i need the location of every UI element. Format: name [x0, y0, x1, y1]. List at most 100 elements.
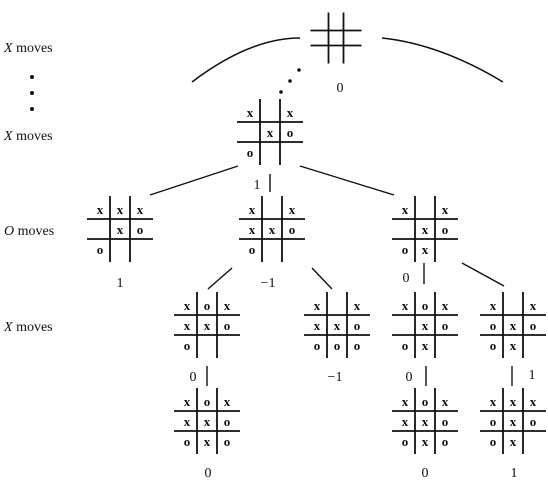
- cell-mark-x: x: [224, 394, 231, 409]
- cell-mark-x: x: [97, 202, 104, 217]
- cell-mark-o: o: [224, 434, 231, 449]
- cell-mark-x: x: [354, 298, 361, 313]
- value-n4c: 0: [422, 466, 429, 480]
- cell-mark-x: x: [249, 202, 256, 217]
- cell-mark-o: o: [137, 222, 144, 237]
- edge-root-right-arc: [381, 37, 504, 83]
- value-n3d: 1: [529, 368, 536, 383]
- cell-mark-x: x: [422, 318, 429, 333]
- cell-mark-x: x: [247, 105, 254, 120]
- cell-mark-x: x: [530, 394, 537, 409]
- cell-mark-x: x: [184, 414, 191, 429]
- cell-mark-x: x: [442, 298, 449, 313]
- cell-mark-x: x: [117, 222, 124, 237]
- value-n2b: −1: [261, 276, 276, 291]
- cell-mark-o: o: [249, 242, 256, 257]
- cell-mark-o: o: [530, 318, 537, 333]
- cell-mark-o: o: [442, 318, 449, 333]
- cell-mark-x: x: [204, 414, 211, 429]
- cell-mark-x: x: [510, 318, 517, 333]
- row-label-x-moves-2: X moves: [3, 129, 53, 144]
- cell-mark-o: o: [402, 242, 409, 257]
- cell-mark-o: o: [490, 414, 497, 429]
- cell-mark-x: x: [422, 414, 429, 429]
- cell-mark-x: x: [184, 394, 191, 409]
- board-root: [310, 12, 362, 64]
- cell-mark-o: o: [422, 298, 429, 313]
- cell-mark-o: o: [490, 338, 497, 353]
- ellipsis-dot: [297, 68, 301, 72]
- cell-mark-x: x: [249, 222, 256, 237]
- edge-root-left-arc: [191, 37, 301, 83]
- cell-mark-x: x: [490, 298, 497, 313]
- value-n3a: 0: [190, 370, 197, 385]
- cell-mark-x: x: [510, 394, 517, 409]
- cell-mark-x: x: [422, 338, 429, 353]
- cell-mark-o: o: [334, 338, 341, 353]
- cell-mark-o: o: [287, 125, 294, 140]
- cell-mark-o: o: [314, 338, 321, 353]
- cell-mark-x: x: [184, 318, 191, 333]
- cell-mark-o: o: [530, 414, 537, 429]
- cell-mark-x: x: [490, 394, 497, 409]
- cell-mark-o: o: [442, 434, 449, 449]
- cell-mark-o: o: [247, 145, 254, 160]
- cell-mark-x: x: [334, 318, 341, 333]
- cell-mark-o: o: [224, 414, 231, 429]
- cell-mark-x: x: [510, 414, 517, 429]
- cell-mark-x: x: [510, 338, 517, 353]
- cell-mark-x: x: [314, 298, 321, 313]
- ellipsis-dot: [288, 79, 292, 83]
- cell-mark-x: x: [442, 394, 449, 409]
- cell-mark-x: x: [269, 222, 276, 237]
- cell-mark-x: x: [402, 394, 409, 409]
- value-n3c: 0: [406, 370, 413, 385]
- cell-mark-o: o: [422, 394, 429, 409]
- row-label-x-moves-1: X moves: [3, 41, 53, 56]
- cell-mark-x: x: [204, 318, 211, 333]
- cell-mark-o: o: [442, 222, 449, 237]
- cell-mark-o: o: [204, 298, 211, 313]
- row-label-o-moves: O moves: [4, 224, 54, 239]
- cell-mark-o: o: [204, 394, 211, 409]
- cell-mark-x: x: [314, 318, 321, 333]
- cell-mark-x: x: [422, 434, 429, 449]
- row-label-x-moves-3: X moves: [3, 320, 53, 335]
- cell-mark-o: o: [184, 338, 191, 353]
- ellipsis-dot: [30, 91, 34, 95]
- edge-n2c-n3d: [461, 262, 505, 287]
- cell-mark-x: x: [267, 125, 274, 140]
- cell-mark-x: x: [184, 298, 191, 313]
- cell-mark-x: x: [442, 202, 449, 217]
- cell-mark-x: x: [402, 202, 409, 217]
- cell-mark-o: o: [490, 318, 497, 333]
- value-n2c: 0: [403, 271, 410, 286]
- cell-mark-x: x: [422, 242, 429, 257]
- cell-mark-o: o: [402, 434, 409, 449]
- cell-mark-x: x: [137, 202, 144, 217]
- value-n2a: 1: [117, 276, 124, 291]
- ellipsis-dot: [30, 107, 34, 111]
- cell-mark-x: x: [224, 298, 231, 313]
- edge-n1-n2c: [299, 165, 395, 196]
- cell-mark-o: o: [354, 318, 361, 333]
- cell-mark-x: x: [287, 105, 294, 120]
- cell-mark-o: o: [354, 338, 361, 353]
- cell-mark-o: o: [442, 414, 449, 429]
- cell-mark-x: x: [117, 202, 124, 217]
- cell-mark-o: o: [184, 434, 191, 449]
- cell-mark-o: o: [490, 434, 497, 449]
- value-root: 0: [337, 81, 344, 96]
